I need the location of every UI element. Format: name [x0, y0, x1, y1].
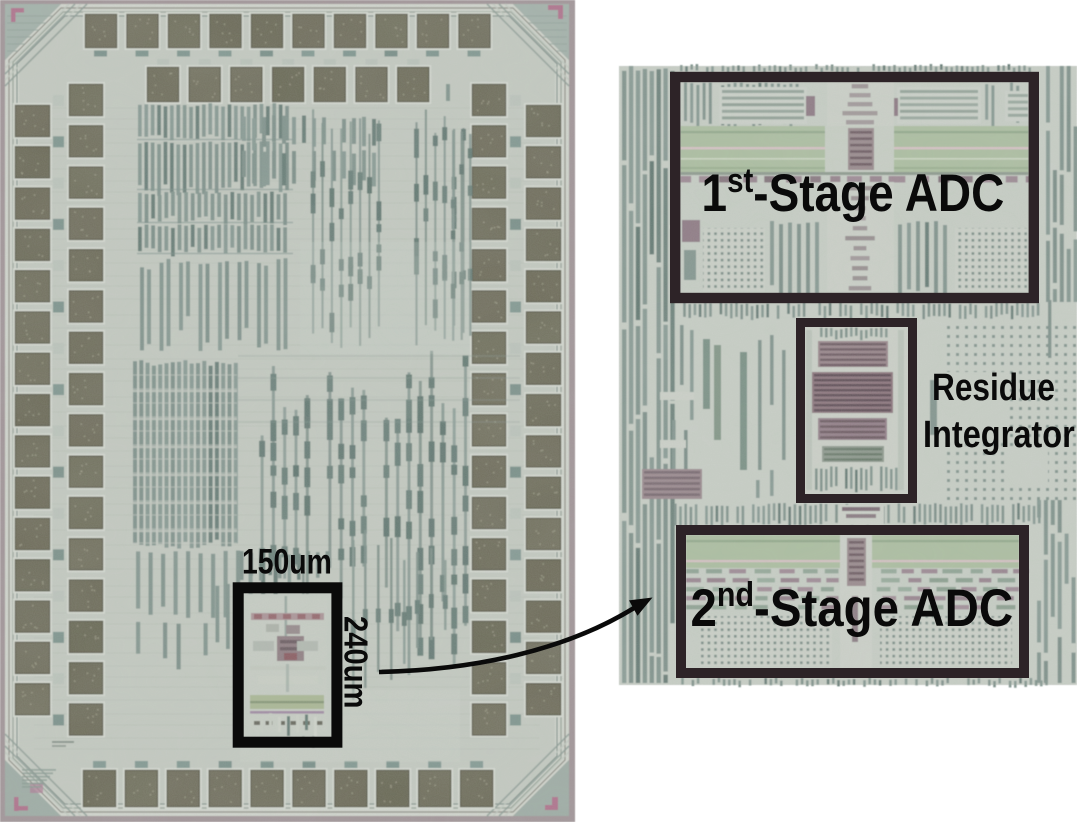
svg-text:1st-Stage ADC: 1st-Stage ADC	[702, 161, 1005, 223]
svg-text:Residue: Residue	[932, 366, 1055, 408]
svg-text:Integrator: Integrator	[923, 414, 1075, 456]
svg-text:240um: 240um	[337, 616, 374, 709]
svg-text:150um: 150um	[242, 542, 332, 582]
